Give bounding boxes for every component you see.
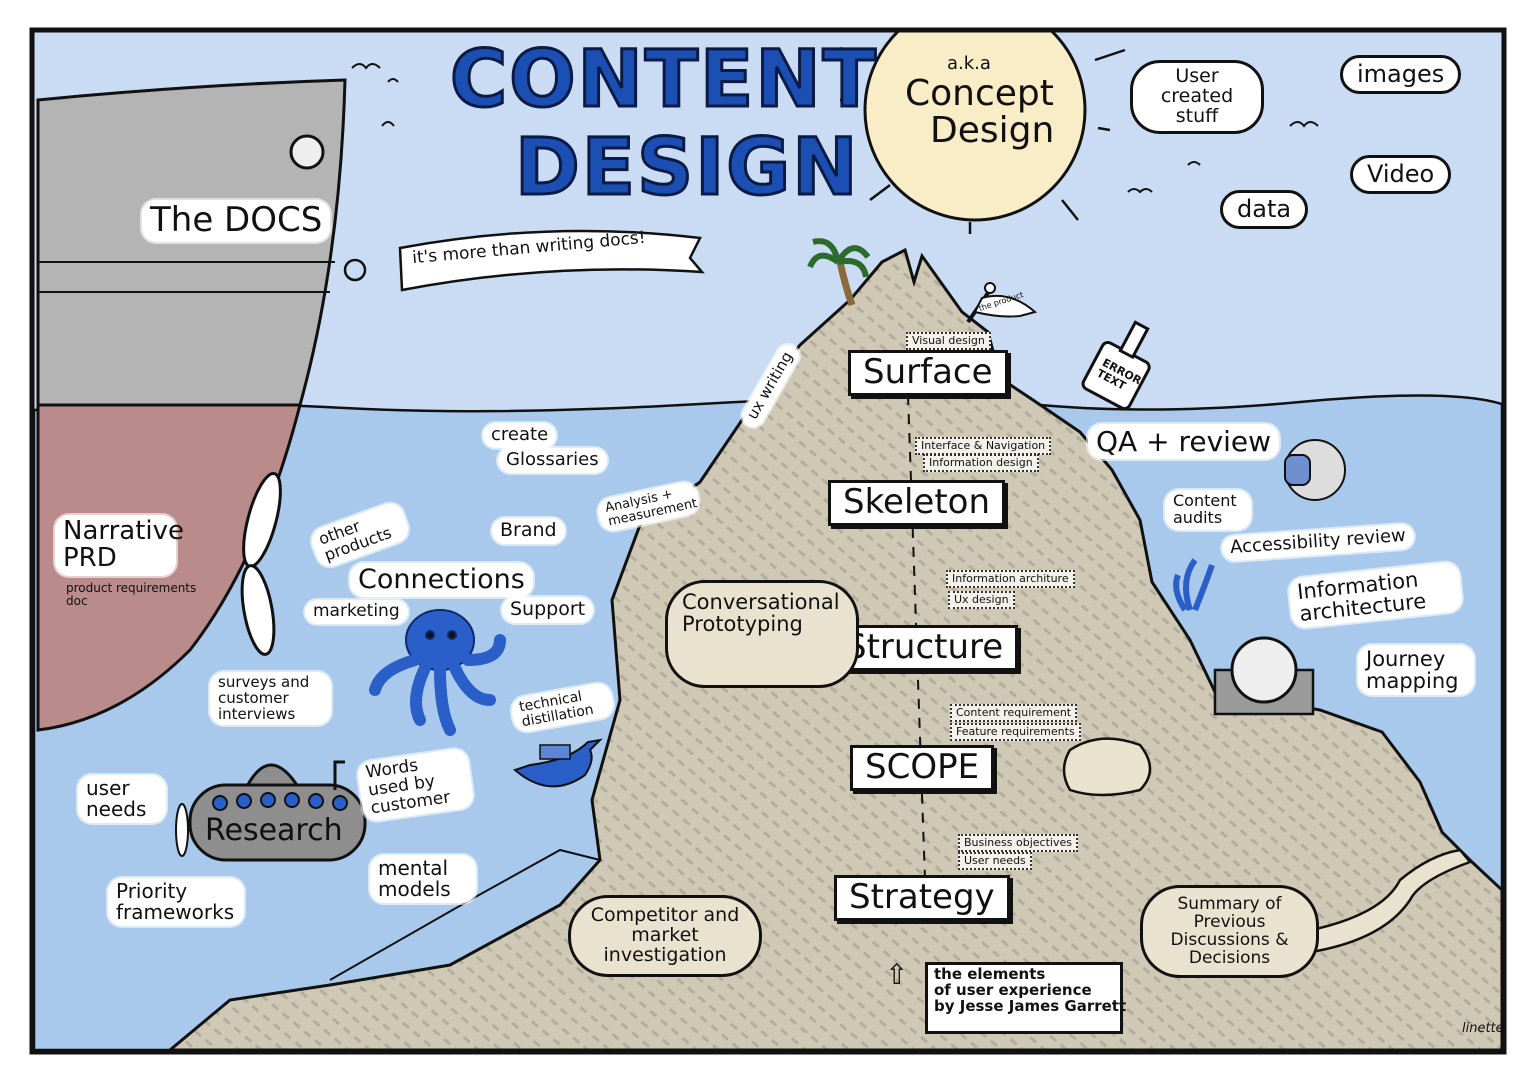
- cloud-user-created: User created stuff: [1130, 60, 1264, 134]
- source-line3: by Jesse James Garrett: [934, 996, 1127, 1015]
- note-interface-navigation: Interface & Navigation: [915, 437, 1052, 455]
- birds-icon: [351, 63, 1319, 194]
- prd-sublabel: product requirements doc: [66, 581, 197, 608]
- rock-patch: [1062, 737, 1152, 797]
- layer-surface: Surface: [848, 350, 1008, 396]
- topic-support: Support: [502, 597, 594, 623]
- topic-glossaries: Glossaries: [498, 448, 607, 473]
- layer-strategy: Strategy: [834, 875, 1010, 921]
- sun-line2: Design: [930, 110, 1055, 151]
- porthole-icon: [289, 134, 325, 170]
- banner-ribbon: [398, 229, 705, 292]
- topic-conversational-prototyping: Conversational Prototyping: [665, 580, 859, 689]
- prd-label: Narrative PRD: [55, 515, 184, 576]
- whale-icon: [513, 738, 603, 788]
- topic-marketing: marketing: [305, 600, 408, 624]
- topic-create: create: [483, 423, 557, 448]
- topic-priority-frameworks: Priority frameworks: [108, 878, 244, 926]
- submarine-icon: [175, 760, 367, 862]
- seaweed-icon: [1173, 558, 1215, 612]
- topic-brand: Brand: [492, 518, 565, 544]
- ship-hull-top: [36, 78, 347, 407]
- topic-surveys: surveys and customer interviews: [210, 672, 331, 726]
- arrow-up-icon: ⇧: [885, 958, 909, 991]
- source-line2: of user experience: [934, 980, 1092, 999]
- topic-qa-review: QA + review: [1088, 424, 1280, 460]
- topic-journey-mapping: Journey mapping: [1358, 645, 1474, 696]
- note-information-architecture: Information architure: [946, 570, 1075, 588]
- octopus-icon: [369, 609, 506, 736]
- sun-aka: a.k.a: [947, 53, 991, 74]
- bottle-icon: [1081, 320, 1151, 411]
- topic-competitor: Competitor and market investigation: [568, 895, 762, 977]
- sun: [863, 32, 1087, 222]
- signature: linette: [1462, 1021, 1504, 1036]
- topic-mental-models: mental models: [370, 855, 476, 903]
- layer-scope: SCOPE: [850, 745, 995, 791]
- note-business-objectives: Business objectives: [958, 834, 1078, 852]
- frame-border: [29, 27, 1507, 1055]
- note-user-needs: User needs: [958, 852, 1032, 870]
- title-line1: CONTENT: [449, 35, 878, 125]
- topic-research: Research: [205, 813, 343, 848]
- flag-icon: [973, 294, 1038, 318]
- note-feature-requirements: Feature requirements: [950, 723, 1081, 741]
- cloud-data: data: [1220, 190, 1309, 230]
- palm-tree-icon: [807, 238, 871, 307]
- topic-user-needs: user needs: [78, 775, 166, 823]
- topic-connections: Connections: [350, 563, 533, 598]
- note-information-design: Information design: [923, 454, 1039, 472]
- diving-bell-icon: [1213, 636, 1315, 716]
- note-visual-design: Visual design: [906, 332, 991, 350]
- source-box: the elements of user experience by Jesse…: [925, 962, 1127, 1034]
- sun-line1: Concept: [905, 73, 1054, 114]
- note-content-requirement: Content requirement: [950, 704, 1078, 722]
- note-ux-design: Ux design: [948, 591, 1015, 609]
- source-line1: the elements: [934, 965, 1046, 983]
- cloud-images: images: [1340, 55, 1462, 95]
- layer-skeleton: Skeleton: [828, 480, 1006, 526]
- topic-summary: Summary of Previous Discussions & Decisi…: [1140, 885, 1319, 979]
- title-line2: DESIGN: [514, 123, 860, 213]
- topic-content-audits: Content audits: [1165, 490, 1251, 530]
- layer-structure: Structure: [830, 625, 1019, 671]
- trail: [1283, 848, 1473, 957]
- diver-icon: [1284, 439, 1346, 501]
- docs-label: The DOCS: [142, 200, 331, 242]
- cloud-video: Video: [1350, 155, 1452, 195]
